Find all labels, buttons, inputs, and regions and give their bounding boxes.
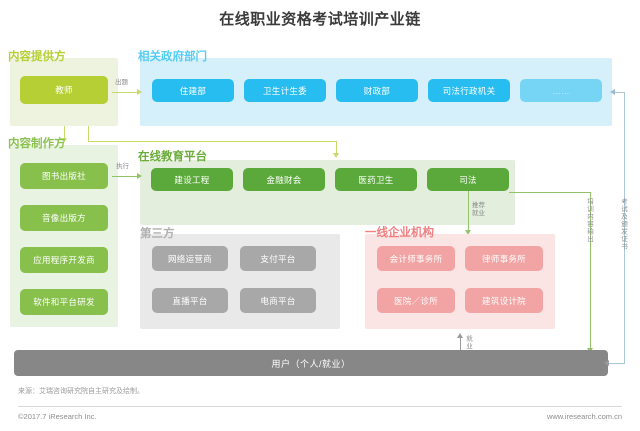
chip-judiciary[interactable]: 司法: [427, 168, 509, 191]
chip-medicine-health[interactable]: 医药卫生: [335, 168, 417, 191]
chip-accounting-firm[interactable]: 会计师事务所: [377, 246, 455, 271]
users-bar[interactable]: 用户（个人/就业）: [14, 350, 608, 376]
connector-platform-output-seg1: [509, 192, 590, 193]
chip-live-streaming-platform[interactable]: 直播平台: [152, 288, 228, 313]
connector-contentmaker-platform: [112, 176, 138, 177]
arrowhead-platform-enterprise: [465, 230, 471, 235]
chip-ecommerce-platform[interactable]: 电商平台: [240, 288, 316, 313]
chip-construction-engineering[interactable]: 建设工程: [151, 168, 233, 191]
panel-label-content-provider: 内容提供方: [8, 51, 66, 63]
connector-users-government-seg1: [608, 363, 625, 364]
edge-label-kaoshi-zhengshu: 考试及颁发证书: [619, 198, 627, 251]
page-title: 在线职业资格考试培训产业链: [219, 11, 421, 28]
panel-label-government: 相关政府部门: [138, 51, 207, 63]
arrowhead-teacher-platform: [333, 153, 339, 158]
panel-label-third-party: 第三方: [140, 228, 175, 240]
edge-label-peixun-output: 培训内容输出: [585, 198, 593, 243]
panel-label-enterprise: 一线企业机构: [365, 227, 434, 239]
chip-health-commission[interactable]: 卫生计生委: [244, 79, 326, 102]
chip-av-publisher[interactable]: 音像出版方: [20, 205, 108, 231]
chip-software-platform-rnd[interactable]: 软件和平台研发: [20, 289, 108, 315]
connector-users-government-seg3: [615, 92, 625, 93]
connector-teacher-platform-seg1: [88, 126, 89, 141]
edge-label-tuijian-jiuye: 推荐就业: [472, 202, 485, 218]
chip-judicial-authority[interactable]: 司法行政机关: [428, 79, 510, 102]
copyright-text: ©2017.7 iResearch Inc.: [18, 412, 97, 421]
chip-finance-ministry[interactable]: 财政部: [336, 79, 418, 102]
edge-label-chuti: 出题: [115, 79, 128, 86]
connector-teacher-platform-seg3: [336, 141, 337, 155]
chip-housing-ministry[interactable]: 住建部: [152, 79, 234, 102]
arrowhead-contentmaker-platform: [137, 173, 142, 179]
arrowhead-into-users-bar: [604, 360, 609, 366]
panel-label-content-maker: 内容制作方: [8, 138, 66, 150]
connector-teacher-contentmaker: [64, 126, 65, 140]
chip-payment-platform[interactable]: 支付平台: [240, 246, 316, 271]
connector-teacher-government: [112, 92, 138, 93]
chip-law-firm[interactable]: 律师事务所: [465, 246, 543, 271]
arrowhead-teacher-government: [137, 89, 142, 95]
chip-book-publisher[interactable]: 图书出版社: [20, 163, 108, 189]
connector-teacher-platform-seg2: [88, 141, 336, 142]
chip-app-developer[interactable]: 应用程序开发商: [20, 247, 108, 273]
chip-teacher[interactable]: 教师: [20, 76, 108, 104]
arrowhead-users-enterprise: [457, 333, 463, 338]
chip-network-operator[interactable]: 网络运营商: [152, 246, 228, 271]
website-link[interactable]: www.iresearch.com.cn: [546, 412, 622, 421]
connector-users-government-seg2: [624, 92, 625, 363]
connector-users-enterprise: [460, 337, 461, 355]
arrowhead-users-government: [610, 89, 615, 95]
chip-architecture-design-institute[interactable]: 建筑设计院: [465, 288, 543, 313]
panel-label-platform: 在线教育平台: [138, 151, 207, 163]
edge-label-jiuye: 就业: [464, 335, 472, 350]
source-note: 来源：艾瑞咨询研究院自主研究及绘制。: [18, 388, 144, 395]
footer-divider: [18, 406, 622, 407]
arrowhead-teacher-contentmaker: [61, 138, 67, 143]
chip-hospital-clinic[interactable]: 医院／诊所: [377, 288, 455, 313]
chip-finance-accounting[interactable]: 金融财会: [243, 168, 325, 191]
chip-government-more[interactable]: ……: [520, 79, 602, 102]
edge-label-zhixing: 执行: [116, 163, 129, 170]
connector-platform-enterprise: [468, 191, 469, 232]
connector-platform-output-seg2: [590, 192, 591, 350]
